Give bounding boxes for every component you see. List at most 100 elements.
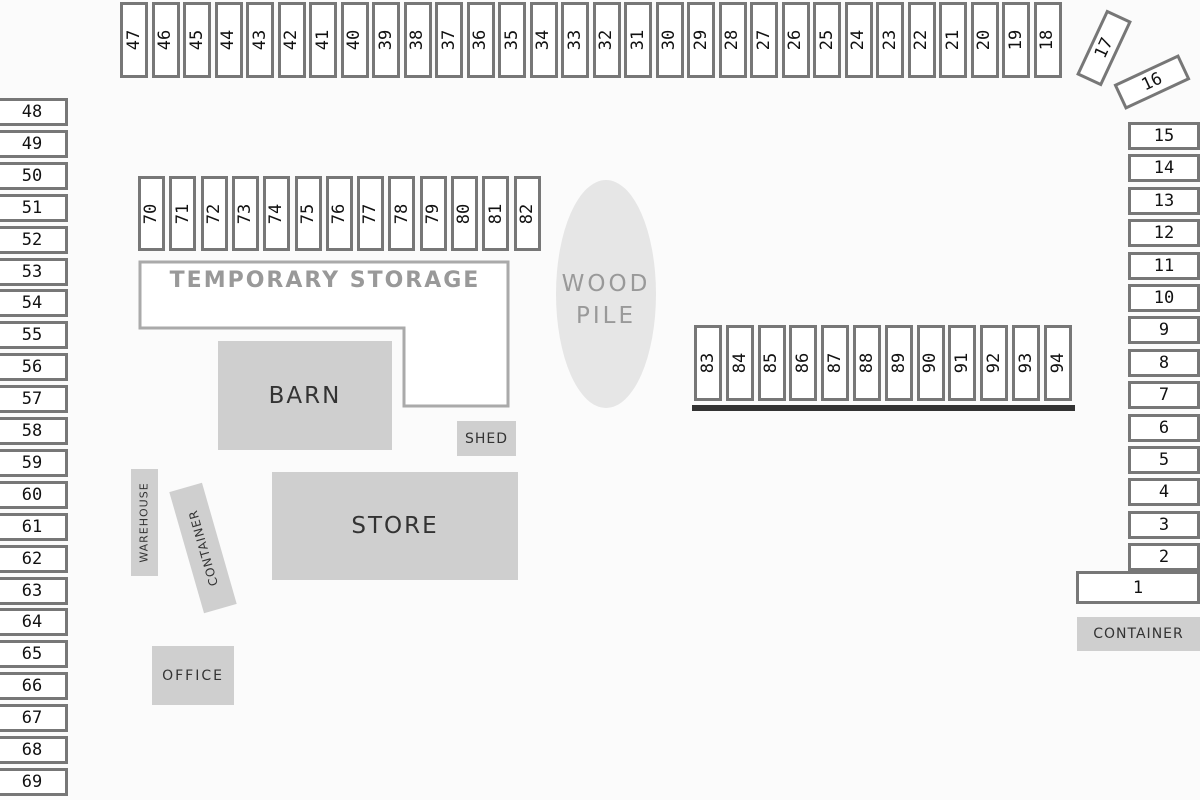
stall-52[interactable]: 52: [0, 225, 68, 254]
stall-81[interactable]: 81: [482, 176, 510, 251]
stall-59[interactable]: 59: [0, 448, 68, 477]
stall-84[interactable]: 84: [725, 325, 754, 401]
stall-86[interactable]: 86: [789, 325, 818, 401]
stall-5[interactable]: 5: [1128, 446, 1200, 474]
stall-3[interactable]: 3: [1128, 510, 1200, 539]
stall-30[interactable]: 30: [655, 2, 684, 78]
stall-22[interactable]: 22: [907, 2, 936, 78]
stall-65[interactable]: 65: [0, 640, 68, 669]
stall-54[interactable]: 54: [0, 289, 68, 318]
stall-29[interactable]: 29: [687, 2, 715, 78]
stall-15[interactable]: 15: [1128, 122, 1200, 150]
stall-19[interactable]: 19: [1002, 2, 1030, 78]
stall-9[interactable]: 9: [1128, 316, 1200, 345]
barn-building[interactable]: BARN: [218, 341, 392, 450]
stall-46[interactable]: 46: [151, 2, 180, 78]
stall-82[interactable]: 82: [513, 176, 541, 251]
stall-47[interactable]: 47: [120, 2, 148, 78]
stall-67[interactable]: 67: [0, 704, 68, 733]
container-right[interactable]: CONTAINER: [1077, 617, 1200, 651]
stall-13[interactable]: 13: [1128, 186, 1200, 215]
stall-11[interactable]: 11: [1128, 251, 1200, 280]
stall-37[interactable]: 37: [435, 2, 463, 78]
stall-53[interactable]: 53: [0, 257, 68, 286]
stall-number: 50: [21, 165, 43, 186]
stall-62[interactable]: 62: [0, 544, 68, 573]
stall-48[interactable]: 48: [0, 98, 68, 126]
stall-number: 7: [1158, 385, 1170, 406]
stall-88[interactable]: 88: [853, 325, 881, 401]
stall-43[interactable]: 43: [246, 2, 274, 78]
stall-25[interactable]: 25: [813, 2, 841, 78]
stall-26[interactable]: 26: [781, 2, 810, 78]
store-building[interactable]: STORE: [272, 472, 518, 580]
stall-4[interactable]: 4: [1128, 478, 1200, 507]
stall-58[interactable]: 58: [0, 417, 68, 445]
stall-40[interactable]: 40: [340, 2, 369, 78]
stall-83[interactable]: 83: [694, 325, 722, 401]
stall-55[interactable]: 55: [0, 321, 68, 350]
stall-24[interactable]: 24: [844, 2, 873, 78]
stall-36[interactable]: 36: [466, 2, 495, 78]
stall-18[interactable]: 18: [1033, 2, 1062, 78]
stall-64[interactable]: 64: [0, 608, 68, 637]
stall-90[interactable]: 90: [916, 325, 945, 401]
stall-6[interactable]: 6: [1128, 413, 1200, 442]
stall-92[interactable]: 92: [980, 325, 1009, 401]
stall-21[interactable]: 21: [939, 2, 967, 78]
stall-72[interactable]: 72: [200, 176, 228, 251]
stall-63[interactable]: 63: [0, 576, 68, 605]
stall-76[interactable]: 76: [325, 176, 353, 251]
stall-1[interactable]: 1: [1076, 571, 1200, 604]
shed-building[interactable]: SHED: [457, 421, 516, 456]
stall-2[interactable]: 2: [1128, 543, 1200, 572]
stall-27[interactable]: 27: [750, 2, 778, 78]
office-building[interactable]: OFFICE: [152, 646, 234, 705]
stall-66[interactable]: 66: [0, 672, 68, 701]
stall-33[interactable]: 33: [561, 2, 589, 78]
stall-85[interactable]: 85: [757, 325, 786, 401]
stall-89[interactable]: 89: [884, 325, 913, 401]
stall-74[interactable]: 74: [263, 176, 291, 251]
stall-44[interactable]: 44: [214, 2, 243, 78]
stall-14[interactable]: 14: [1128, 154, 1200, 183]
stall-49[interactable]: 49: [0, 129, 68, 158]
stall-80[interactable]: 80: [451, 176, 478, 251]
stall-94[interactable]: 94: [1043, 325, 1072, 401]
stall-41[interactable]: 41: [309, 2, 337, 78]
stall-77[interactable]: 77: [357, 176, 385, 251]
stall-93[interactable]: 93: [1012, 325, 1040, 401]
warehouse-building[interactable]: WAREHOUSE: [131, 469, 158, 576]
stall-78[interactable]: 78: [388, 176, 416, 251]
stall-69[interactable]: 69: [0, 767, 68, 796]
stall-28[interactable]: 28: [718, 2, 747, 78]
stall-42[interactable]: 42: [277, 2, 306, 78]
stall-56[interactable]: 56: [0, 353, 68, 382]
stall-79[interactable]: 79: [419, 176, 447, 251]
stall-91[interactable]: 91: [948, 325, 977, 401]
stall-7[interactable]: 7: [1128, 381, 1200, 410]
stall-38[interactable]: 38: [403, 2, 432, 78]
stall-87[interactable]: 87: [821, 325, 850, 401]
stall-20[interactable]: 20: [970, 2, 999, 78]
stall-31[interactable]: 31: [624, 2, 652, 78]
stall-68[interactable]: 68: [0, 736, 68, 764]
stall-35[interactable]: 35: [498, 2, 526, 78]
stall-32[interactable]: 32: [592, 2, 621, 78]
stall-61[interactable]: 61: [0, 512, 68, 541]
stall-8[interactable]: 8: [1128, 348, 1200, 377]
stall-39[interactable]: 39: [372, 2, 400, 78]
stall-75[interactable]: 75: [294, 176, 322, 251]
stall-12[interactable]: 12: [1128, 219, 1200, 248]
stall-60[interactable]: 60: [0, 480, 68, 509]
stall-45[interactable]: 45: [183, 2, 211, 78]
stall-34[interactable]: 34: [529, 2, 558, 78]
stall-23[interactable]: 23: [876, 2, 904, 78]
stall-50[interactable]: 50: [0, 161, 68, 190]
stall-70[interactable]: 70: [138, 176, 165, 251]
stall-51[interactable]: 51: [0, 193, 68, 222]
stall-57[interactable]: 57: [0, 385, 68, 414]
stall-73[interactable]: 73: [231, 176, 259, 251]
stall-71[interactable]: 71: [169, 176, 197, 251]
stall-10[interactable]: 10: [1128, 284, 1200, 312]
